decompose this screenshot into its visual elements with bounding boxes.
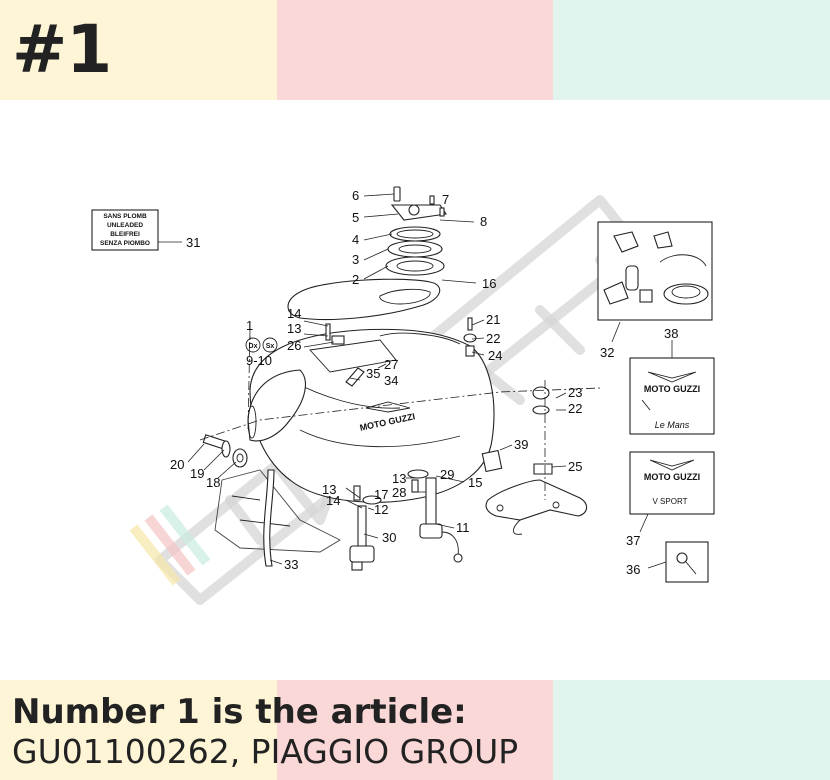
article-caption-title: Number 1 is the article: — [12, 692, 467, 732]
breather-hose-part-33 — [263, 469, 275, 567]
decal-kit-part-37: MOTO GUZZI V SPORT — [629, 451, 715, 515]
article-number-badge: #1 — [12, 11, 112, 88]
callout-31: 31 — [186, 235, 200, 250]
callout-sx: Sx — [266, 343, 275, 350]
callout-14-top: 14 — [287, 306, 301, 321]
fuel-sender — [349, 477, 463, 571]
callout-30: 30 — [382, 530, 396, 545]
callout-33: 33 — [284, 557, 298, 572]
callout-6: 6 — [352, 188, 359, 203]
callout-26: 26 — [287, 338, 301, 353]
callout-22-bottom: 22 — [568, 401, 582, 416]
lock-kit-part-32 — [597, 221, 713, 321]
callout-7: 7 — [442, 192, 449, 207]
callout-13-top: 13 — [287, 321, 301, 336]
callout-39: 39 — [514, 437, 528, 452]
label-line-2: UNLEADED — [107, 222, 143, 229]
callout-25: 25 — [568, 459, 582, 474]
callout-28: 28 — [392, 485, 406, 500]
callout-4: 4 — [352, 232, 359, 247]
callout-23: 23 — [568, 385, 582, 400]
fuel-tank: MOTO GUZZI — [249, 328, 495, 503]
band-pink-bottom — [277, 680, 553, 780]
callout-13-left: 13 — [322, 482, 336, 497]
sticker-part-39 — [481, 449, 503, 473]
decal-1-text: MOTO GUZZI — [644, 384, 700, 394]
callout-16: 16 — [482, 276, 496, 291]
label-line-1: SANS PLOMB — [103, 213, 147, 220]
decal-1-script: Le Mans — [655, 420, 690, 430]
callout-12: 12 — [374, 502, 388, 517]
band-yellow — [0, 0, 277, 100]
callout-13-right: 13 — [392, 471, 406, 486]
callout-22-top: 22 — [486, 331, 500, 346]
callout-2: 2 — [352, 272, 359, 287]
key-part-36 — [665, 541, 709, 583]
filler-cap-assembly — [385, 186, 447, 276]
tank-pad-part-16 — [287, 278, 441, 321]
callout-leaders — [187, 193, 673, 569]
side-panel-part-1 — [247, 369, 306, 442]
callout-37: 37 — [626, 533, 640, 548]
decal-2-text: MOTO GUZZI — [644, 472, 700, 482]
callout-20: 20 — [170, 457, 184, 472]
callout-17: 17 — [374, 487, 388, 502]
exploded-parts-diagram: SANS PLOMB UNLEADED BLEIFREI SENZA PIOMB… — [91, 186, 715, 605]
decal-kit-part-38: MOTO GUZZI Le Mans — [629, 357, 715, 435]
callout-32: 32 — [600, 345, 614, 360]
mount-bush — [202, 434, 248, 468]
label-line-3: BLEIFREI — [110, 231, 140, 238]
callout-18: 18 — [206, 475, 220, 490]
callout-19: 19 — [190, 466, 204, 481]
callout-dx: Dx — [249, 343, 258, 350]
callout-14-left: 14 — [326, 493, 340, 508]
callout-11: 11 — [456, 520, 470, 535]
callout-15: 15 — [468, 475, 482, 490]
band-mint-bottom — [553, 680, 830, 780]
callout-24: 24 — [488, 348, 502, 363]
rear-bracket — [485, 463, 588, 535]
callout-38: 38 — [664, 326, 678, 341]
callout-8: 8 — [480, 214, 487, 229]
header-band — [0, 0, 830, 100]
callout-36: 36 — [626, 562, 640, 577]
footer-band — [0, 680, 830, 780]
callout-29: 29 — [440, 467, 454, 482]
callout-numbers: 6 7 5 8 4 3 2 16 31 14 13 26 1 Dx Sx 9-1… — [170, 188, 678, 577]
band-pink — [277, 0, 553, 100]
unleaded-label-part-31: SANS PLOMB UNLEADED BLEIFREI SENZA PIOMB… — [91, 209, 182, 251]
callout-1: 1 — [246, 318, 253, 333]
band-mint — [553, 0, 830, 100]
decal-2-sport: V SPORT — [653, 497, 688, 506]
callout-35: 35 — [366, 366, 380, 381]
callout-27: 27 — [384, 357, 398, 372]
tank-hardware — [325, 317, 550, 505]
article-caption-code: GU01100262, PIAGGIO GROUP — [12, 732, 519, 771]
callout-9-10: 9-10 — [246, 353, 272, 368]
callout-21: 21 — [486, 312, 500, 327]
band-yellow-bottom — [0, 680, 277, 780]
label-line-4: SENZA PIOMBO — [100, 240, 150, 247]
callout-3: 3 — [352, 252, 359, 267]
callout-5: 5 — [352, 210, 359, 225]
callout-34: 34 — [384, 373, 398, 388]
